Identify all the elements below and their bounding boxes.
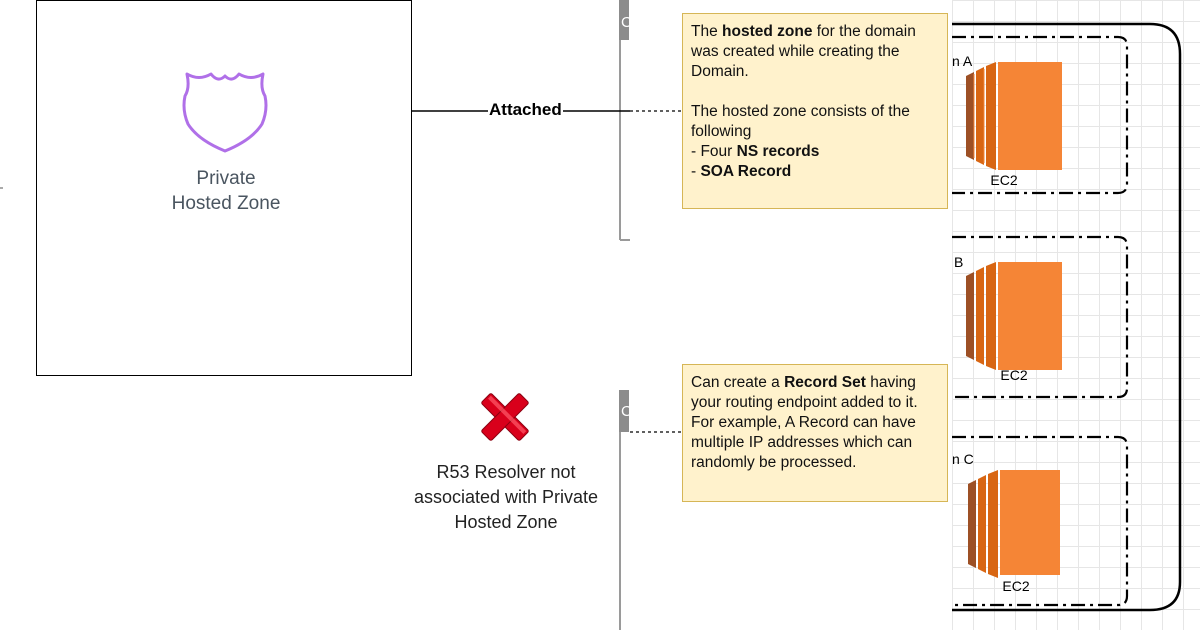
left-group-top [619, 0, 630, 241]
ec2-label-b: EC2 [1000, 367, 1028, 383]
ec2-icon-c [968, 470, 1060, 578]
ec2-label-a: EC2 [990, 172, 1018, 188]
az-b-label: B [954, 254, 964, 270]
note-record-set[interactable]: Can create a Record Set having your rout… [682, 364, 948, 502]
note-hosted-zone-para2: The hosted zone consists of the followin… [691, 103, 910, 140]
resolver-label: R53 Resolver not associated with Private… [413, 462, 599, 532]
left-group-top-label: C [621, 14, 632, 31]
ec2-label-c: EC2 [1002, 578, 1030, 594]
az-a-box [952, 35, 1129, 195]
left-group-bottom-label: C [621, 403, 632, 420]
vpc-container [952, 22, 1182, 612]
az-c-box [952, 435, 1129, 607]
ec2-icon-b [966, 262, 1062, 370]
note-hosted-zone[interactable]: The hosted zone for the domain was creat… [682, 13, 948, 209]
az-c-label: n C [952, 451, 974, 467]
note-hosted-zone-para1: The hosted zone for the domain was creat… [691, 23, 916, 80]
ec2-icon-a [966, 62, 1062, 170]
note-hosted-zone-item2: - SOA Record [691, 163, 792, 180]
shield-icon-overlay [182, 72, 268, 153]
note-hosted-zone-item1: - Four NS records [691, 143, 820, 160]
private-hosted-zone-label: Private Hosted Zone [171, 168, 281, 214]
red-x-icon [481, 393, 529, 441]
az-b-box [952, 235, 1129, 399]
attached-edge-label: Attached [488, 100, 563, 120]
az-a-label: n A [952, 53, 973, 69]
private-hosted-zone-box[interactable] [36, 0, 412, 376]
left-group-bottom [619, 390, 629, 630]
